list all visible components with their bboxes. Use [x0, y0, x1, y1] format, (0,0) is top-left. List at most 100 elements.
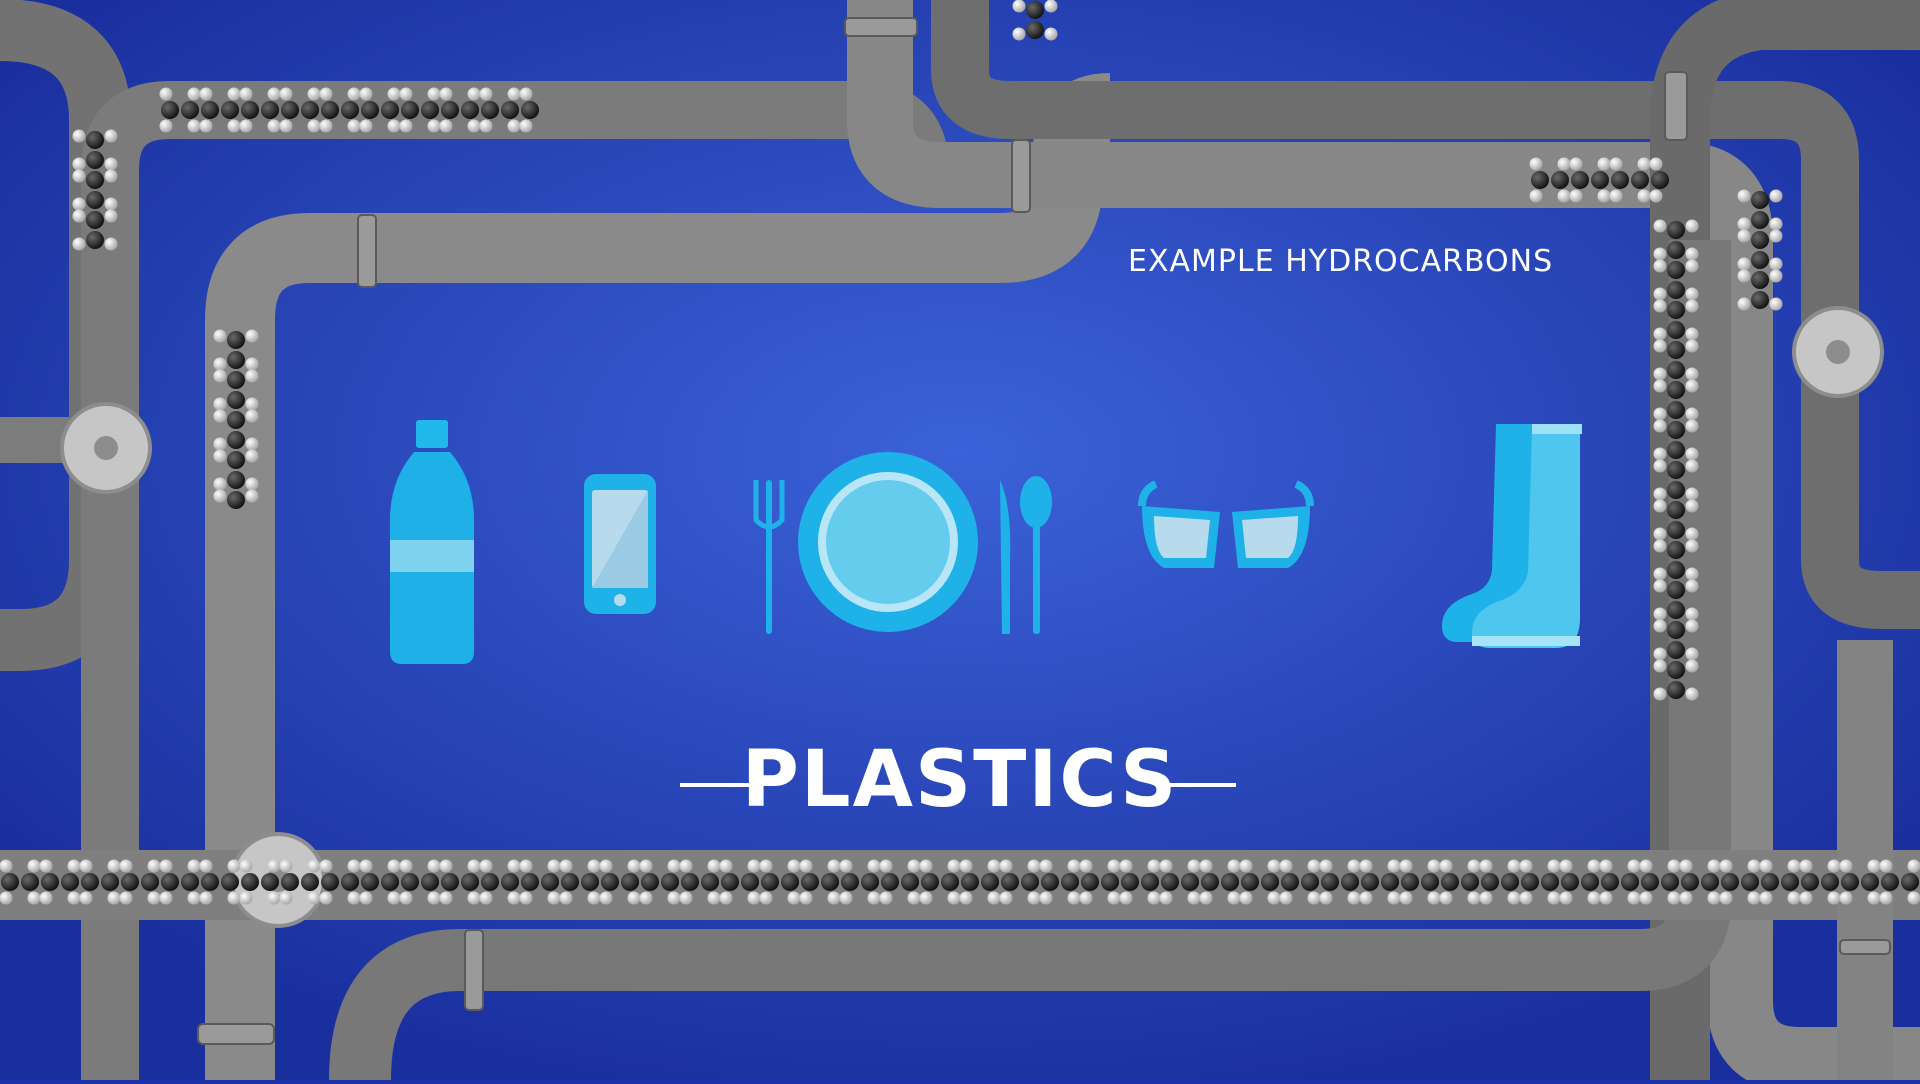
carbon-atom — [1667, 341, 1685, 359]
hydrogen-atom — [0, 860, 13, 873]
caption-title: PLASTICS — [680, 735, 1240, 825]
carbon-atom — [1381, 873, 1399, 891]
hydrogen-atom — [214, 370, 227, 383]
hydrogen-atom — [240, 892, 253, 905]
hydrogen-atom — [880, 892, 893, 905]
hydrogen-atom — [1686, 408, 1699, 421]
carbon-atom — [581, 873, 599, 891]
hydrogen-atom — [600, 860, 613, 873]
hydrogen-atom — [240, 120, 253, 133]
carbon-atom — [1751, 271, 1769, 289]
carbon-atom — [1667, 621, 1685, 639]
carbon-atom — [861, 873, 879, 891]
hydrogen-atom — [1686, 460, 1699, 473]
hydrogen-atom — [760, 860, 773, 873]
hydrogen-atom — [1650, 158, 1663, 171]
carbon-atom — [841, 873, 859, 891]
carbon-atom — [86, 171, 104, 189]
carbon-atom — [1441, 873, 1459, 891]
hydrogen-atom — [1308, 860, 1321, 873]
hydrogen-atom — [1530, 158, 1543, 171]
carbon-atom — [1501, 873, 1519, 891]
hydrogen-atom — [73, 210, 86, 223]
hydrogen-atom — [1045, 0, 1058, 13]
carbon-atom — [321, 873, 339, 891]
hydrogen-atom — [0, 892, 13, 905]
hydrogen-atom — [1600, 860, 1613, 873]
hydrogen-atom — [840, 860, 853, 873]
carbon-atom — [41, 873, 59, 891]
carbon-atom — [241, 873, 259, 891]
hydrogen-atom — [1560, 892, 1573, 905]
hydrogen-atom — [280, 892, 293, 905]
hydrogen-atom — [1654, 488, 1667, 501]
carbon-atom — [1861, 873, 1879, 891]
hydrogen-atom — [1570, 158, 1583, 171]
hydrogen-atom — [1280, 860, 1293, 873]
hydrogen-atom — [1320, 860, 1333, 873]
hydrogen-atom — [828, 860, 841, 873]
hydrogen-atom — [320, 120, 333, 133]
hydrogen-atom — [1108, 892, 1121, 905]
hydrogen-atom — [1068, 860, 1081, 873]
carbon-atom — [601, 873, 619, 891]
carbon-atom — [227, 491, 245, 509]
hydrogen-atom — [73, 130, 86, 143]
hydrogen-atom — [1440, 892, 1453, 905]
carbon-atom — [1651, 171, 1669, 189]
hydrogen-atom — [520, 892, 533, 905]
carbon-atom — [86, 151, 104, 169]
hydrogen-atom — [1828, 860, 1841, 873]
hydrogen-atom — [548, 860, 561, 873]
hydrogen-atom — [28, 860, 41, 873]
hydrogen-atom — [268, 892, 281, 905]
hydrogen-atom — [428, 860, 441, 873]
hydrogen-atom — [1548, 860, 1561, 873]
hydrogen-atom — [105, 130, 118, 143]
hydrogen-atom — [360, 892, 373, 905]
carbon-atom — [1591, 171, 1609, 189]
carbon-atom — [341, 873, 359, 891]
hydrogen-atom — [1686, 620, 1699, 633]
hydrogen-atom — [228, 860, 241, 873]
hydrogen-atom — [360, 88, 373, 101]
hydrogen-atom — [708, 892, 721, 905]
carbon-atom — [1667, 401, 1685, 419]
carbon-atom — [401, 873, 419, 891]
hydrogen-atom — [105, 158, 118, 171]
hydrogen-atom — [348, 860, 361, 873]
hydrogen-atom — [200, 120, 213, 133]
hydrogen-atom — [1228, 860, 1241, 873]
carbon-atom — [941, 873, 959, 891]
hydrogen-atom — [1610, 158, 1623, 171]
hydrogen-atom — [108, 860, 121, 873]
hydrogen-atom — [105, 198, 118, 211]
carbon-atom — [321, 101, 339, 119]
carbon-atom — [1667, 421, 1685, 439]
hydrogen-atom — [1686, 648, 1699, 661]
carbon-atom — [301, 873, 319, 891]
hydrogen-atom — [1880, 860, 1893, 873]
hydrogen-atom — [200, 892, 213, 905]
hydrogen-atom — [1686, 380, 1699, 393]
hydrogen-atom — [1654, 568, 1667, 581]
hydrogen-atom — [320, 860, 333, 873]
hydrogen-atom — [520, 88, 533, 101]
carbon-atom — [1401, 873, 1419, 891]
carbon-atom — [521, 101, 539, 119]
carbon-atom — [1741, 873, 1759, 891]
carbon-atom — [1241, 873, 1259, 891]
hydrogen-atom — [240, 860, 253, 873]
hydrogen-atom — [1268, 860, 1281, 873]
hydrogen-atom — [868, 892, 881, 905]
carbon-atom — [821, 873, 839, 891]
carbon-atom — [1581, 873, 1599, 891]
carbon-atom — [1081, 873, 1099, 891]
hydrogen-atom — [1428, 860, 1441, 873]
hydrogen-atom — [1508, 892, 1521, 905]
hydrogen-atom — [800, 892, 813, 905]
carbon-atom — [201, 873, 219, 891]
hydrogen-atom — [508, 892, 521, 905]
hydrogen-atom — [1738, 190, 1751, 203]
hydrogen-atom — [188, 892, 201, 905]
